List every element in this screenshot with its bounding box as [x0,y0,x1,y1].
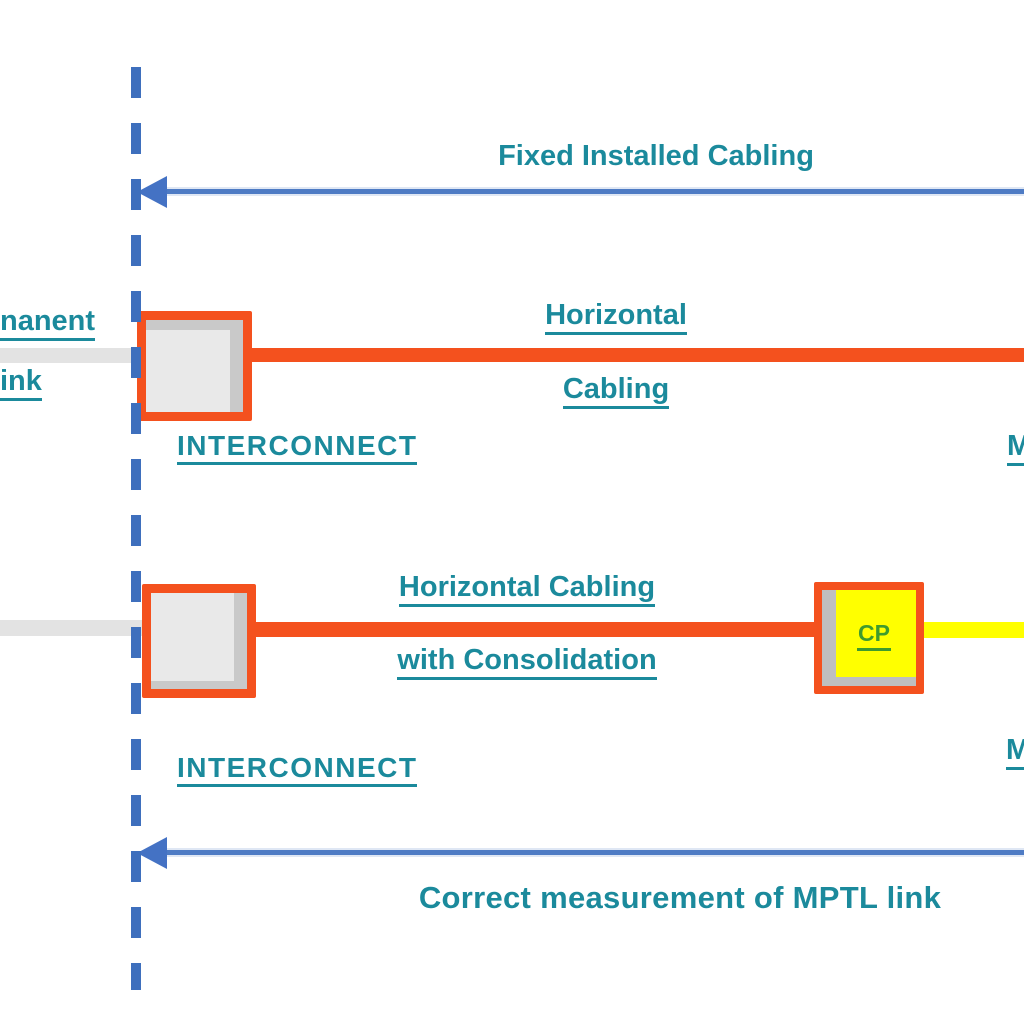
fixed-installed-cabling-label: Fixed Installed Cabling [498,140,814,172]
mptl-measurement-arrow-line [162,850,1024,855]
permanent-link-label-line1: nanent [0,305,96,342]
row2-interconnect-connector-box [142,584,256,698]
consolidation-point-box: CP [814,582,924,694]
left-arrowhead-icon [137,837,167,869]
row1-right-truncated-label: M [1007,430,1024,467]
row2-right-truncated-label: M [1006,734,1024,771]
left-arrowhead-icon [137,176,167,208]
row1-horizontal-cabling-orange-cable [230,348,1024,362]
row1-interconnect-label: INTERCONNECT [177,430,418,466]
demarcation-dashed-line [131,67,141,990]
row1-cable-label-line2: Cabling [441,373,791,410]
correct-measurement-label: Correct measurement of MPTL link [418,880,942,915]
row1-cable-label-line1: Horizontal [441,299,791,336]
row2-cable-label-line2: with Consolidation [340,644,714,681]
permanent-link-label-line2: ink [0,365,42,402]
row2-yellow-cable [906,622,1024,638]
row2-horizontal-cabling-orange-cable [236,622,816,637]
row2-interconnect-label: INTERCONNECT [177,752,418,788]
consolidation-point-label: CP [857,620,891,651]
fixed-installed-cabling-arrow-line [162,189,1024,194]
row1-interconnect-connector-box [137,311,252,421]
row2-cable-label-line1: Horizontal Cabling [340,571,714,608]
row2-left-gray-cable [0,620,145,636]
row1-left-gray-cable [0,348,141,363]
